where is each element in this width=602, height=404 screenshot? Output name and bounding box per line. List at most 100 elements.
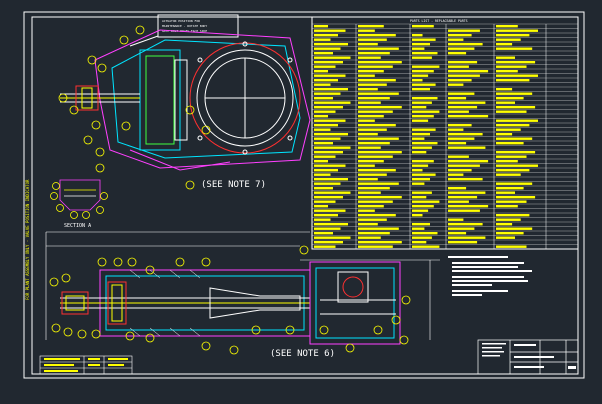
parts-row-text — [358, 182, 399, 185]
parts-row-text — [314, 146, 351, 149]
parts-row-text — [358, 169, 396, 172]
parts-row-text — [412, 119, 429, 122]
parts-row-text — [358, 200, 393, 203]
parts-row-text — [358, 115, 384, 118]
parts-row-text — [412, 200, 440, 203]
parts-row-text — [448, 218, 464, 221]
parts-row-text — [412, 241, 427, 244]
parts-row-text — [448, 146, 486, 149]
parts-row-text — [314, 65, 336, 68]
parts-row-text — [412, 137, 425, 140]
parts-row-text — [412, 227, 425, 230]
parts-row-text — [496, 173, 521, 176]
parts-row-text — [448, 29, 480, 32]
parts-row-text — [448, 47, 475, 50]
parts-row-text — [358, 38, 387, 41]
parts-row-text — [448, 160, 489, 163]
parts-row-text — [412, 56, 432, 59]
parts-row-text — [412, 182, 425, 185]
parts-row-text — [314, 88, 348, 91]
parts-row-text — [358, 232, 390, 235]
parts-row-text — [412, 25, 434, 28]
parts-row-text — [496, 223, 513, 226]
parts-row-text — [358, 88, 378, 91]
parts-row-text — [314, 34, 338, 37]
parts-row-text — [358, 43, 378, 46]
parts-row-text — [358, 110, 393, 113]
parts-row-text — [358, 209, 375, 212]
svg-text:ACTUATOR POSITION FOR: ACTUATOR POSITION FOR — [162, 19, 200, 23]
parts-row-text — [314, 218, 331, 221]
parts-row-text — [448, 142, 467, 145]
parts-row-text — [496, 232, 524, 235]
parts-row-text — [412, 191, 432, 194]
parts-row-text — [448, 70, 489, 73]
parts-row-text — [496, 191, 515, 194]
parts-row-text — [314, 196, 343, 199]
parts-row-text — [412, 65, 440, 68]
parts-row-text — [448, 52, 467, 55]
parts-row-text — [358, 56, 381, 59]
parts-row-text — [412, 146, 432, 149]
parts-row-text — [314, 137, 341, 140]
parts-row-text — [358, 236, 381, 239]
parts-row-text — [448, 241, 478, 244]
parts-row-text — [358, 223, 378, 226]
parts-row-text — [448, 223, 483, 226]
parts-row-text — [314, 142, 333, 145]
parts-row-text — [314, 29, 346, 32]
section-a-label: SECTION A — [64, 223, 91, 229]
parts-row-text — [358, 29, 375, 32]
parts-row-text — [448, 101, 486, 104]
parts-row-text — [314, 119, 346, 122]
parts-row-text — [358, 52, 390, 55]
parts-row-text — [412, 133, 430, 136]
parts-row-text — [412, 115, 434, 118]
parts-row-text — [412, 97, 438, 100]
parts-row-text — [412, 232, 438, 235]
parts-row-text — [358, 187, 390, 190]
parts-row-text — [412, 160, 434, 163]
parts-row-text — [496, 218, 521, 221]
parts-row-text — [448, 38, 464, 41]
parts-row-text — [496, 38, 521, 41]
parts-row-text — [448, 115, 489, 118]
parts-row-text — [448, 227, 475, 230]
parts-row-text — [412, 164, 429, 167]
parts-row-text — [358, 146, 381, 149]
parts-row-text — [314, 74, 346, 77]
parts-row-text — [412, 101, 432, 104]
parts-row-text — [358, 79, 396, 82]
parts-row-text — [412, 110, 440, 113]
parts-row-text — [496, 200, 527, 203]
svg-text:MAINTENANCE - ROTATE BODY: MAINTENANCE - ROTATE BODY — [162, 24, 207, 28]
parts-row-text — [496, 137, 533, 140]
title-block — [477, 339, 579, 375]
parts-row-text — [412, 74, 429, 77]
parts-row-text — [496, 106, 536, 109]
parts-row-text — [358, 83, 387, 86]
actuator-side-view — [45, 231, 440, 345]
parts-row-text — [314, 115, 328, 118]
parts-row-text — [358, 196, 402, 199]
parts-row-text — [358, 124, 396, 127]
parts-list-title: PARTS LIST - REPLACEABLE PARTS — [410, 19, 468, 23]
parts-row-text — [496, 236, 515, 239]
parts-row-text — [358, 164, 375, 167]
svg-text:GATE BOLT HOLES EACH SIDE: GATE BOLT HOLES EACH SIDE — [162, 29, 207, 33]
parts-row-text — [496, 169, 530, 172]
parts-row-text — [496, 164, 538, 167]
parts-row-text — [496, 65, 527, 68]
parts-row-text — [358, 92, 399, 95]
parts-row-text — [448, 43, 483, 46]
parts-row-text — [358, 155, 393, 158]
parts-row-text — [448, 79, 472, 82]
parts-row-text — [358, 245, 393, 248]
parts-row-text — [448, 128, 464, 131]
parts-row-text — [448, 178, 483, 181]
parts-row-text — [314, 164, 346, 167]
parts-row-text — [314, 101, 351, 104]
parts-row-text — [448, 34, 472, 37]
parts-row-text — [314, 200, 336, 203]
section-a-detail — [50, 179, 108, 219]
